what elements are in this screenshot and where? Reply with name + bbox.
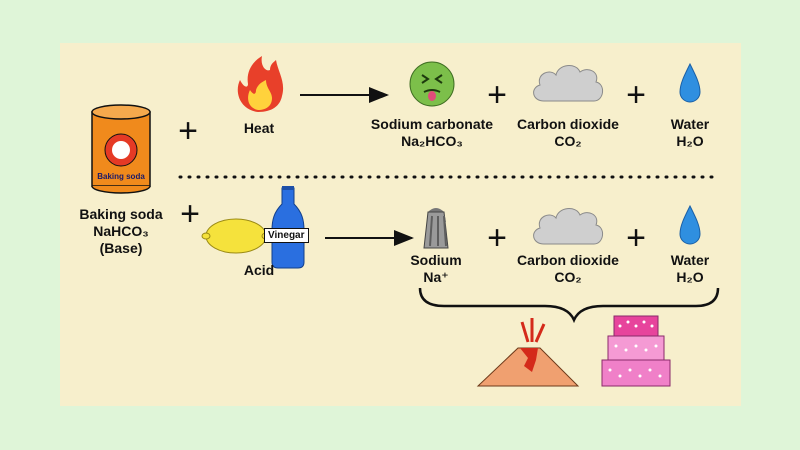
plus-sign: + — [487, 76, 507, 114]
base-name: Baking soda — [79, 206, 163, 222]
vinegar-label: Vinegar — [264, 228, 309, 243]
water-label: Water H₂O — [671, 116, 709, 150]
water-drop-icon — [679, 204, 701, 245]
product-name: Sodium — [410, 252, 462, 268]
plus-sign: + — [626, 76, 646, 114]
product-formula: H₂O — [676, 133, 704, 149]
carbon-dioxide-label: Carbon dioxide CO₂ — [517, 116, 619, 150]
cake-icon — [601, 315, 671, 387]
product-name: Carbon dioxide — [517, 116, 619, 132]
water-label: Water H₂O — [671, 252, 709, 286]
cloud-icon — [533, 65, 603, 102]
product-formula: H₂O — [676, 269, 704, 285]
cloud-icon — [533, 208, 603, 245]
product-formula: CO₂ — [554, 133, 582, 149]
base-type: (Base) — [99, 240, 143, 256]
product-name: Water — [670, 116, 710, 132]
base-formula: NaHCO₃ — [93, 223, 149, 239]
plus-sign: + — [626, 219, 646, 257]
sodium-carbonate-label: Sodium carbonate Na₂HCO₃ — [371, 116, 493, 150]
acid-label: Acid — [243, 262, 275, 278]
can-label: Baking soda — [97, 172, 145, 181]
sick-face-icon — [409, 61, 455, 107]
heat-label: Heat — [243, 120, 275, 136]
plus-sign: + — [487, 219, 507, 257]
products-brace — [418, 287, 720, 324]
sodium-label: Sodium Na⁺ — [410, 252, 461, 286]
baking-soda-can-icon — [91, 104, 151, 194]
plus-sign: + — [178, 112, 198, 150]
lemon-icon — [201, 218, 271, 254]
product-name: Sodium carbonate — [370, 116, 494, 132]
product-name: Carbon dioxide — [517, 252, 619, 268]
salt-shaker-icon — [423, 208, 449, 249]
vinegar-bottle-icon — [271, 186, 305, 269]
product-formula: CO₂ — [554, 269, 582, 285]
plus-sign: + — [180, 195, 200, 233]
fire-icon — [237, 56, 284, 112]
base-label: Baking soda NaHCO₃ (Base) — [79, 206, 162, 257]
product-formula: Na₂HCO₃ — [401, 133, 463, 149]
product-name: Water — [670, 252, 710, 268]
product-formula: Na⁺ — [423, 269, 449, 285]
volcano-icon — [476, 318, 580, 387]
water-drop-icon — [679, 62, 701, 103]
carbon-dioxide-label: Carbon dioxide CO₂ — [517, 252, 619, 286]
